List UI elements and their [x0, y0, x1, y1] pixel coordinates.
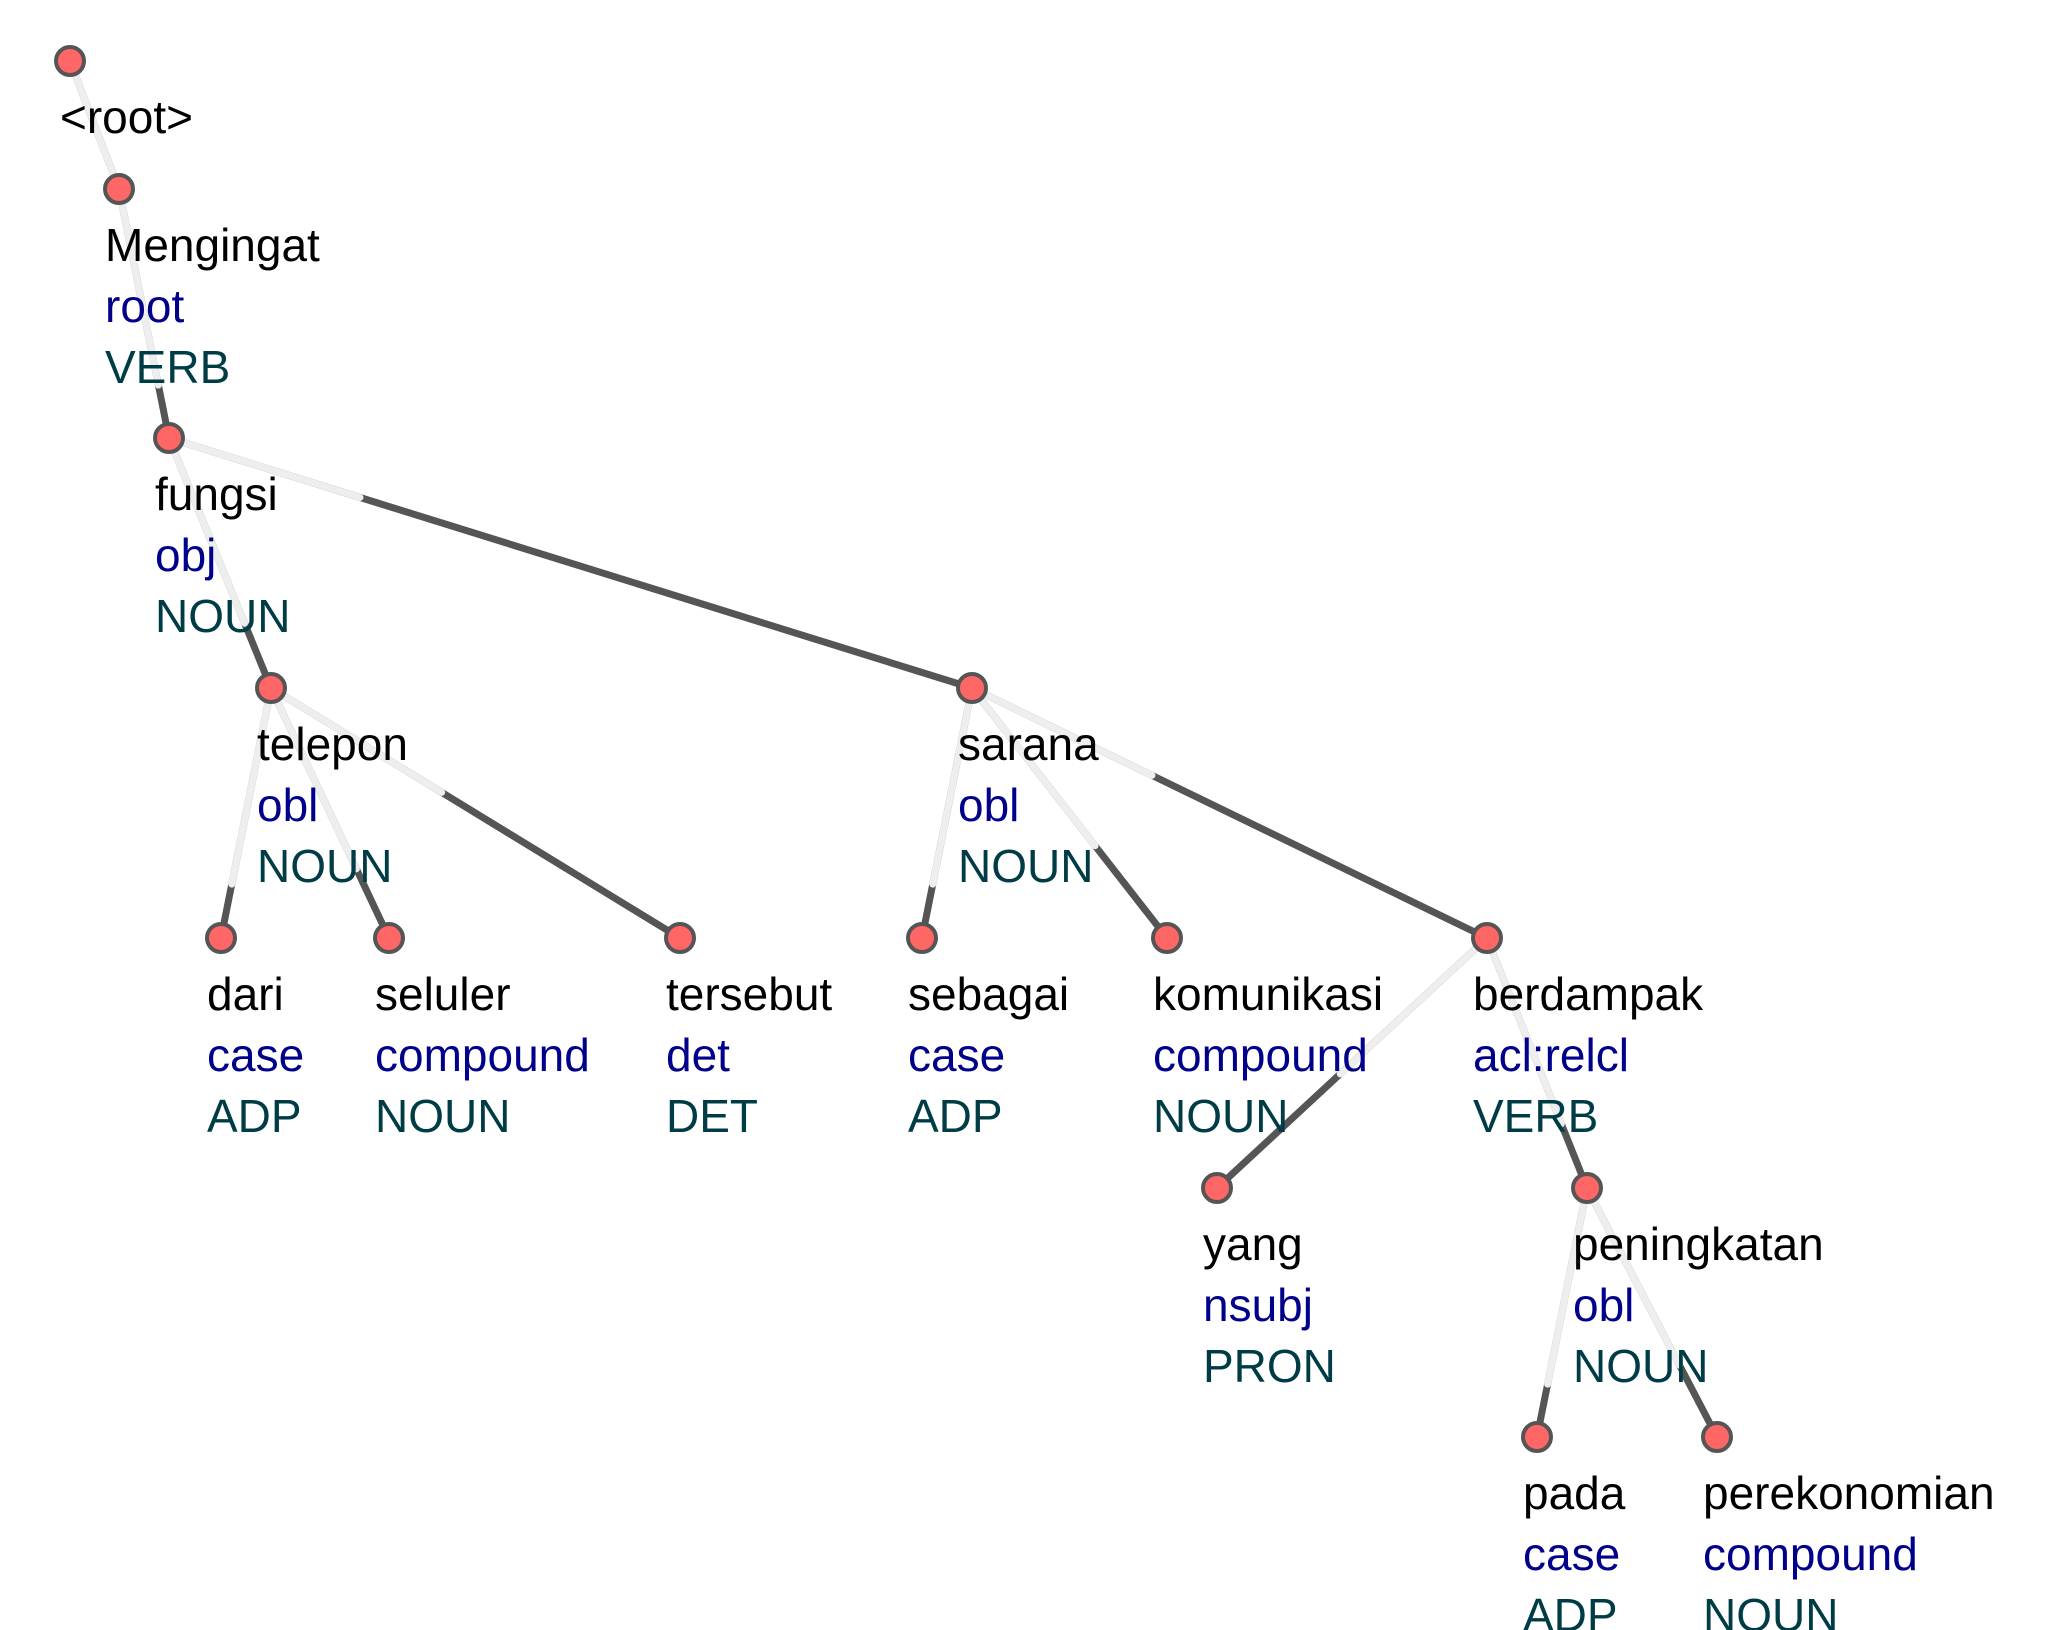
label-form-komunikasi: komunikasi	[1153, 968, 1383, 1020]
label-deprel-telepon: obl	[257, 779, 318, 831]
edge-highlight-telepon-tersebut	[267, 684, 446, 796]
edge-highlight-sarana-berdampak	[968, 684, 1156, 779]
edge-highlight-sarana-komunikasi	[968, 684, 1099, 850]
label-upos-mengingat: VERB	[105, 341, 230, 393]
node-seluler	[373, 922, 405, 954]
label-deprel-perekonomian: compound	[1703, 1528, 1918, 1580]
label-form-pada: pada	[1523, 1467, 1626, 1519]
edge-highlight-berdampak-yang	[1336, 934, 1491, 1078]
label-deprel-yang: nsubj	[1203, 1279, 1313, 1331]
label-form-mengingat: Mengingat	[105, 219, 320, 271]
edge-highlight-berdampak-peningkatan	[1483, 934, 1565, 1128]
label-upos-dari: ADP	[207, 1090, 302, 1142]
edge-highlight-peningkatan-pada	[1544, 1184, 1591, 1388]
label-upos-komunikasi: NOUN	[1153, 1090, 1288, 1142]
label-upos-tersebut: DET	[666, 1090, 758, 1142]
node-sarana	[956, 672, 988, 704]
label-form-tersebut: tersebut	[666, 968, 832, 1020]
label-form-yang: yang	[1203, 1218, 1303, 1270]
node-perekonomian	[1701, 1421, 1733, 1453]
label-deprel-sebagai: case	[908, 1029, 1005, 1081]
label-upos-pada: ADP	[1523, 1589, 1618, 1630]
node-peningkatan	[1571, 1172, 1603, 1204]
edge-highlight-peningkatan-perekonomian	[1583, 1184, 1684, 1369]
edge-highlight-fungsi-sarana	[165, 434, 364, 501]
label-upos-sebagai: ADP	[908, 1090, 1003, 1142]
label-deprel-berdampak: acl:relcl	[1473, 1029, 1629, 1081]
node-fungsi	[153, 422, 185, 454]
label-form-perekonomian: perekonomian	[1703, 1467, 1995, 1519]
label-upos-yang: PRON	[1203, 1340, 1336, 1392]
label-deprel-sarana: obl	[958, 779, 1019, 831]
edge-highlight-fungsi-telepon	[165, 434, 249, 627]
root-label: <root>	[60, 91, 193, 143]
label-upos-sarana: NOUN	[958, 840, 1093, 892]
label-upos-fungsi: NOUN	[155, 590, 290, 642]
label-deprel-dari: case	[207, 1029, 304, 1081]
label-form-sarana: sarana	[958, 718, 1099, 770]
label-form-telepon: telepon	[257, 718, 408, 770]
label-deprel-pada: case	[1523, 1528, 1620, 1580]
node-mengingat	[103, 173, 135, 205]
label-deprel-fungsi: obj	[155, 529, 216, 581]
node-dari	[205, 922, 237, 954]
node-komunikasi	[1151, 922, 1183, 954]
node-sebagai	[906, 922, 938, 954]
edge-highlight-sarana-sebagai	[929, 684, 976, 888]
label-deprel-tersebut: det	[666, 1029, 730, 1081]
label-form-peningkatan: peningkatan	[1573, 1218, 1824, 1270]
label-upos-berdampak: VERB	[1473, 1090, 1598, 1142]
label-form-sebagai: sebagai	[908, 968, 1069, 1020]
edge-highlight-telepon-seluler	[267, 684, 360, 873]
node-tersebut	[664, 922, 696, 954]
label-form-dari: dari	[207, 968, 284, 1020]
tree-edges	[66, 57, 1721, 1441]
node-telepon	[255, 672, 287, 704]
edge-highlight-root-mengingat	[66, 57, 118, 180]
label-upos-peningkatan: NOUN	[1573, 1340, 1708, 1392]
label-form-berdampak: berdampak	[1473, 968, 1704, 1020]
tree-nodes	[54, 45, 1733, 1453]
label-upos-perekonomian: NOUN	[1703, 1589, 1838, 1630]
label-deprel-peningkatan: obl	[1573, 1279, 1634, 1331]
node-pada	[1521, 1421, 1553, 1453]
label-deprel-seluler: compound	[375, 1029, 590, 1081]
label-deprel-komunikasi: compound	[1153, 1029, 1368, 1081]
label-form-fungsi: fungsi	[155, 468, 278, 520]
edge-highlight-telepon-dari	[228, 684, 275, 888]
node-yang	[1201, 1172, 1233, 1204]
node-root	[54, 45, 86, 77]
label-upos-telepon: NOUN	[257, 840, 392, 892]
label-deprel-mengingat: root	[105, 280, 184, 332]
label-form-seluler: seluler	[375, 968, 511, 1020]
edge-highlight-mengingat-fungsi	[115, 185, 162, 389]
label-upos-seluler: NOUN	[375, 1090, 510, 1142]
node-berdampak	[1471, 922, 1503, 954]
